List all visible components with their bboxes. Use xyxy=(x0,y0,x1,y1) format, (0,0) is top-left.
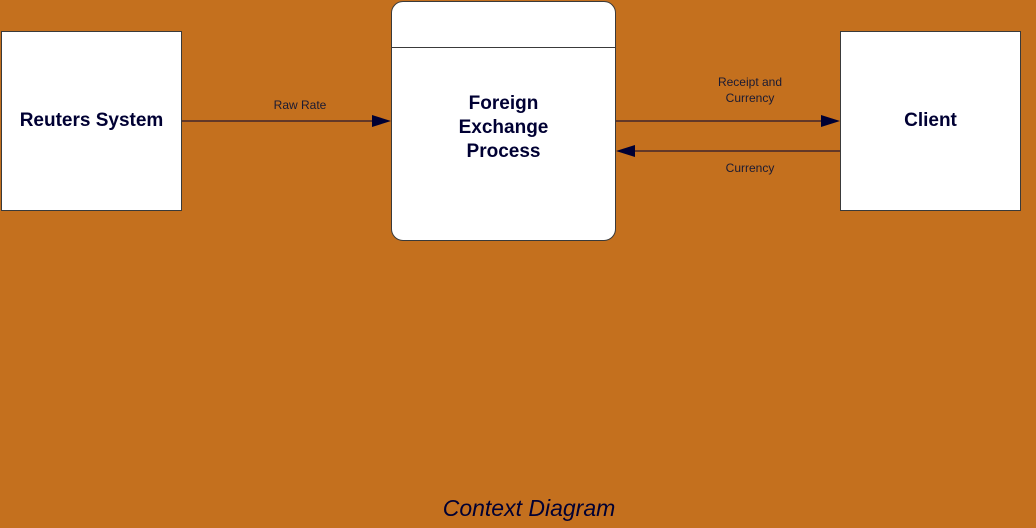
receipt-flow xyxy=(616,115,840,127)
raw-rate-arrowhead xyxy=(372,115,391,127)
client-label: Client xyxy=(904,110,957,131)
foreign-exchange-process: Foreign Exchange Process xyxy=(391,1,616,241)
diagram-title: Context Diagram xyxy=(442,495,616,521)
raw-rate-label: Raw Rate xyxy=(273,98,327,112)
receipt-label-line-2: Currency xyxy=(725,91,775,105)
currency-flow xyxy=(616,145,840,157)
process-label-line-1: Foreign xyxy=(468,93,539,114)
reuters-system-label: Reuters System xyxy=(19,110,164,131)
process-label-line-2: Exchange xyxy=(458,117,549,138)
currency-arrowhead xyxy=(616,145,635,157)
raw-rate-flow xyxy=(182,115,391,127)
process-header-band xyxy=(392,2,615,48)
reuters-system-entity: Reuters System xyxy=(1,31,182,211)
receipt-label-line-1: Receipt and xyxy=(717,75,783,89)
process-label-line-3: Process xyxy=(466,141,541,162)
receipt-and-currency-label: Receipt and Currency xyxy=(690,74,810,106)
currency-label: Currency xyxy=(725,161,775,175)
receipt-arrowhead xyxy=(821,115,840,127)
process-label: Foreign Exchange Process xyxy=(392,92,615,164)
client-entity: Client xyxy=(840,31,1021,211)
